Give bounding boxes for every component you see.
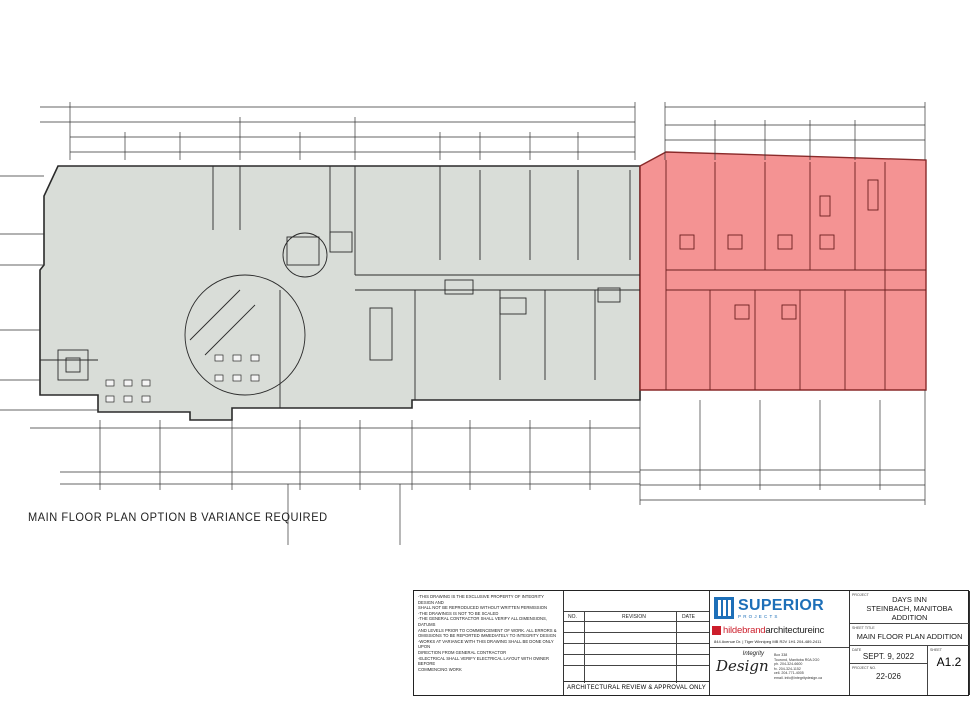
addition-area <box>639 151 927 391</box>
integrity-contact: Box 338 Tourond, Manitoba R0A 2G0 ph. 20… <box>774 653 822 680</box>
project-name-box: PROJECT DAYS INN STEINBACH, MANITOBA ADD… <box>850 591 969 623</box>
firm-logos: SUPERIOR PROJECTS hildebrandarchitecture… <box>710 591 850 695</box>
revision-row <box>564 643 709 655</box>
revision-table: NO. REVISION DATE ARCHITECTURAL REVIEW &… <box>564 591 710 695</box>
dimension-lines <box>30 106 925 545</box>
revision-header-label: REVISION <box>622 614 646 620</box>
project-line: DAYS INN <box>892 595 927 604</box>
project-line: ADDITION <box>891 613 928 622</box>
note-line: SHALL NOT BE REPRODUCED WITHOUT WRITTEN … <box>418 605 548 611</box>
integrity-top: Integrity <box>742 651 764 657</box>
floor-plan-drawing <box>0 102 927 545</box>
existing-rooms <box>40 166 640 408</box>
superior-name: SUPERIOR <box>738 597 824 614</box>
hildebrand-logo: hildebrandarchitectureinc <box>712 625 848 637</box>
general-notes: -THIS DRAWING IS THE EXCLUSIVE PROPERTY … <box>414 591 564 695</box>
sheet-number: A1.2 <box>936 655 962 669</box>
revision-no-header: NO. <box>568 614 577 620</box>
revision-header: NO. REVISION DATE <box>564 611 709 622</box>
note-line: -THE GENERAL CONTRACTOR SHALL VERIFY ALL… <box>418 616 547 627</box>
hildebrand-mark-icon <box>712 626 721 635</box>
note-line: COMMENCING WORK <box>418 666 462 672</box>
sheet-meta-box: DATE SEPT. 9, 2022 PROJECT NO. 22-026 SH… <box>850 645 969 695</box>
note-line: OMISSIONS TO BE REPORTED IMMEDIATELY TO … <box>418 633 556 639</box>
sheet-title-box: SHEET TITLE MAIN FLOOR PLAN ADDITION <box>850 623 969 645</box>
note-line: -THE DRAWINGS IS NOT TO BE SCALED <box>418 610 499 616</box>
sheet-date: SEPT. 9, 2022 <box>862 652 915 661</box>
dimension-ticks <box>69 102 926 505</box>
sheet-title: MAIN FLOOR PLAN ADDITION <box>856 632 963 641</box>
note-line: -THIS DRAWING IS THE EXCLUSIVE PROPERTY … <box>418 594 544 605</box>
revision-row <box>564 621 709 633</box>
note-line: AND LEVELS PRIOR TO COMMENCEMENT OF WORK… <box>418 627 557 633</box>
note-line: -WORKS AT VARIANCE WITH THIS DRAWING SHA… <box>418 638 554 650</box>
superior-logo: SUPERIOR PROJECTS <box>714 597 846 621</box>
revision-row <box>564 665 709 677</box>
datum-lines <box>0 175 98 411</box>
project-line: STEINBACH, MANITOBA <box>866 604 953 613</box>
existing-building <box>39 165 641 421</box>
superior-sub: PROJECTS <box>738 614 780 619</box>
integrity-design-logo: Integrity Design <box>714 651 769 681</box>
note-line: -ELECTRICAL SHALL VERIFY ELECTRICAL LAYO… <box>418 655 550 667</box>
drawing-caption: MAIN FLOOR PLAN OPTION B VARIANCE REQUIR… <box>28 510 328 524</box>
note-line: DIRECTION FROM GENERAL CONTRACTOR <box>418 649 507 655</box>
addition-rooms <box>665 160 926 390</box>
dining-tables <box>105 354 260 403</box>
hildebrand-address: 844 Avenue Dr. | Tiger Winnipeg MB R2V 1… <box>714 639 822 644</box>
integrity-main: Design <box>716 657 769 675</box>
project-info: PROJECT DAYS INN STEINBACH, MANITOBA ADD… <box>850 591 970 695</box>
hildebrand-name: hildebrandarchitectureinc <box>723 625 825 636</box>
project-number: 22-026 <box>876 672 901 681</box>
approval-label: ARCHITECTURAL REVIEW & APPROVAL ONLY <box>564 681 709 695</box>
superior-mark-icon <box>714 597 734 619</box>
revision-date-header: DATE <box>682 614 695 620</box>
title-block: -THIS DRAWING IS THE EXCLUSIVE PROPERTY … <box>413 590 970 696</box>
revision-row <box>564 632 709 644</box>
revision-row <box>564 654 709 666</box>
